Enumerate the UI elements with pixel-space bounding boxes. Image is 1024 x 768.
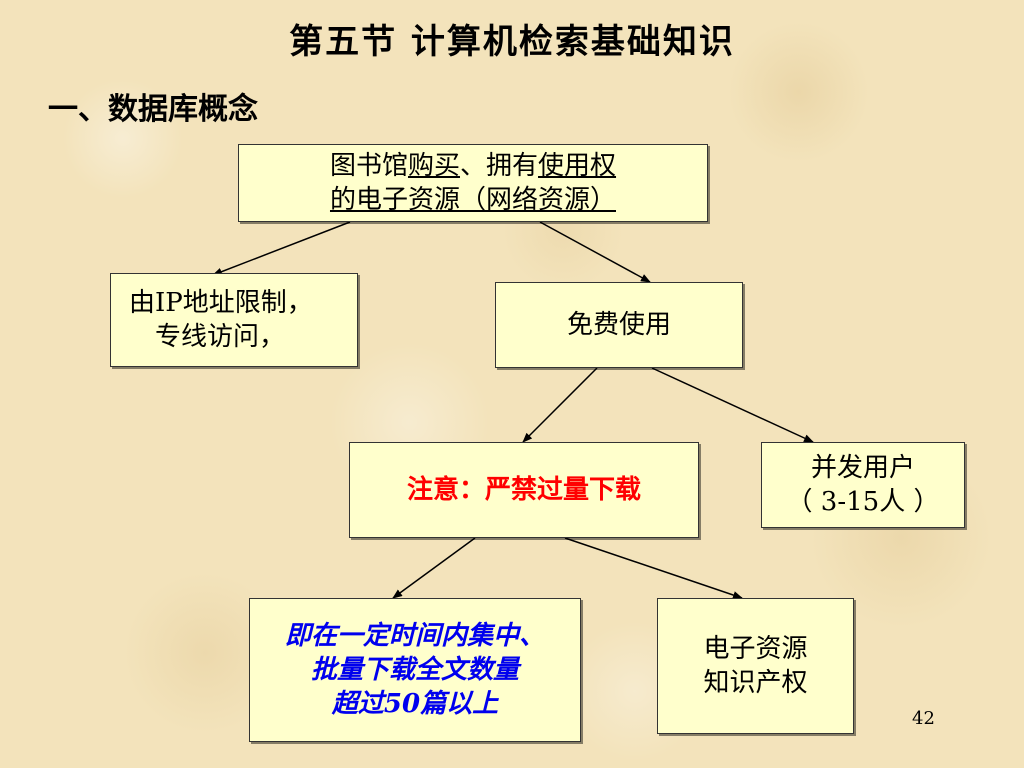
ip-rights-line2: 知识产权 bbox=[703, 668, 808, 698]
root-text-usage-rights: 使用权 bbox=[538, 151, 617, 181]
warning-label: 注意：严禁过量下载 bbox=[406, 475, 641, 505]
node-bulk-download-definition: 即在一定时间内集中、 批量下载全文数量 超过50篇以上 bbox=[249, 598, 581, 742]
arrow-warning-to-bulk bbox=[392, 537, 476, 599]
arrow-root-to-ip-limited bbox=[212, 221, 351, 276]
root-text-purchase: 购买 bbox=[407, 151, 460, 181]
node-free-use: 免费使用 bbox=[495, 282, 743, 368]
ip-limited-line1: 由IP地址限制， bbox=[129, 288, 313, 318]
node-ip-limited-access: 由IP地址限制， 专线访问， bbox=[110, 273, 358, 367]
arrow-free-use-to-concurrent bbox=[651, 367, 814, 443]
node-root-e-resources: 图书馆购买、拥有使用权 的电子资源（网络资源） bbox=[238, 144, 708, 222]
ip-rights-line1: 电子资源 bbox=[703, 634, 808, 664]
slide-title: 第五节 计算机检索基础知识 bbox=[289, 22, 735, 62]
arrow-free-use-to-warning bbox=[522, 367, 598, 443]
root-text-library: 图书馆 bbox=[329, 151, 408, 181]
node-ip-rights: 电子资源 知识产权 bbox=[657, 598, 854, 734]
root-text-own: 、拥有 bbox=[460, 151, 539, 181]
node-concurrent-users: 并发用户 （ 3-15人 ） bbox=[761, 442, 965, 528]
ip-limited-line2: 专线访问， bbox=[155, 322, 286, 352]
node-warning-no-excessive-download: 注意：严禁过量下载 bbox=[349, 442, 699, 538]
bulk-download-line2: 批量下载全文数量 bbox=[310, 655, 519, 685]
bulk-download-line1: 即在一定时间内集中、 bbox=[284, 621, 545, 651]
arrow-warning-to-ip-rights bbox=[564, 537, 743, 599]
root-text-line2: 的电子资源（网络资源） bbox=[329, 185, 616, 215]
bulk-download-line3: 超过50篇以上 bbox=[331, 689, 499, 719]
section-heading: 一、数据库概念 bbox=[48, 92, 258, 127]
concurrent-users-line2: （ 3-15人 ） bbox=[786, 487, 940, 517]
page-number: 42 bbox=[912, 708, 935, 729]
free-use-label: 免费使用 bbox=[566, 310, 671, 340]
arrow-root-to-free-use bbox=[539, 221, 651, 283]
concurrent-users-line1: 并发用户 bbox=[810, 453, 915, 483]
